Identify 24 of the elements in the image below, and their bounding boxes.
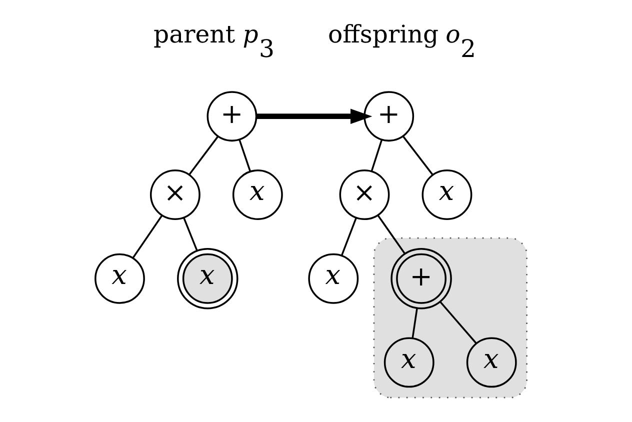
node-circle: x xyxy=(308,253,358,304)
node-circle: x xyxy=(94,253,144,304)
node-circle: + xyxy=(363,91,414,142)
cluster xyxy=(372,237,527,398)
node-circle: + xyxy=(206,91,257,142)
node-circle: × xyxy=(338,170,390,220)
connector xyxy=(402,136,433,176)
connector xyxy=(376,214,405,254)
node-circle: x xyxy=(421,170,472,220)
connector xyxy=(238,139,250,172)
node-circle: x xyxy=(176,248,238,310)
node-circle: x xyxy=(232,170,282,220)
connector xyxy=(132,214,162,258)
node-circle: x xyxy=(383,337,434,388)
arrow xyxy=(256,108,372,124)
connector xyxy=(370,140,382,172)
node-circle: + xyxy=(390,248,452,310)
connector xyxy=(411,308,418,338)
connector xyxy=(438,301,476,344)
node-circle: x xyxy=(466,337,516,388)
connector xyxy=(182,218,198,251)
connector xyxy=(340,218,356,256)
node-circle: × xyxy=(149,170,200,220)
connector xyxy=(188,136,218,175)
